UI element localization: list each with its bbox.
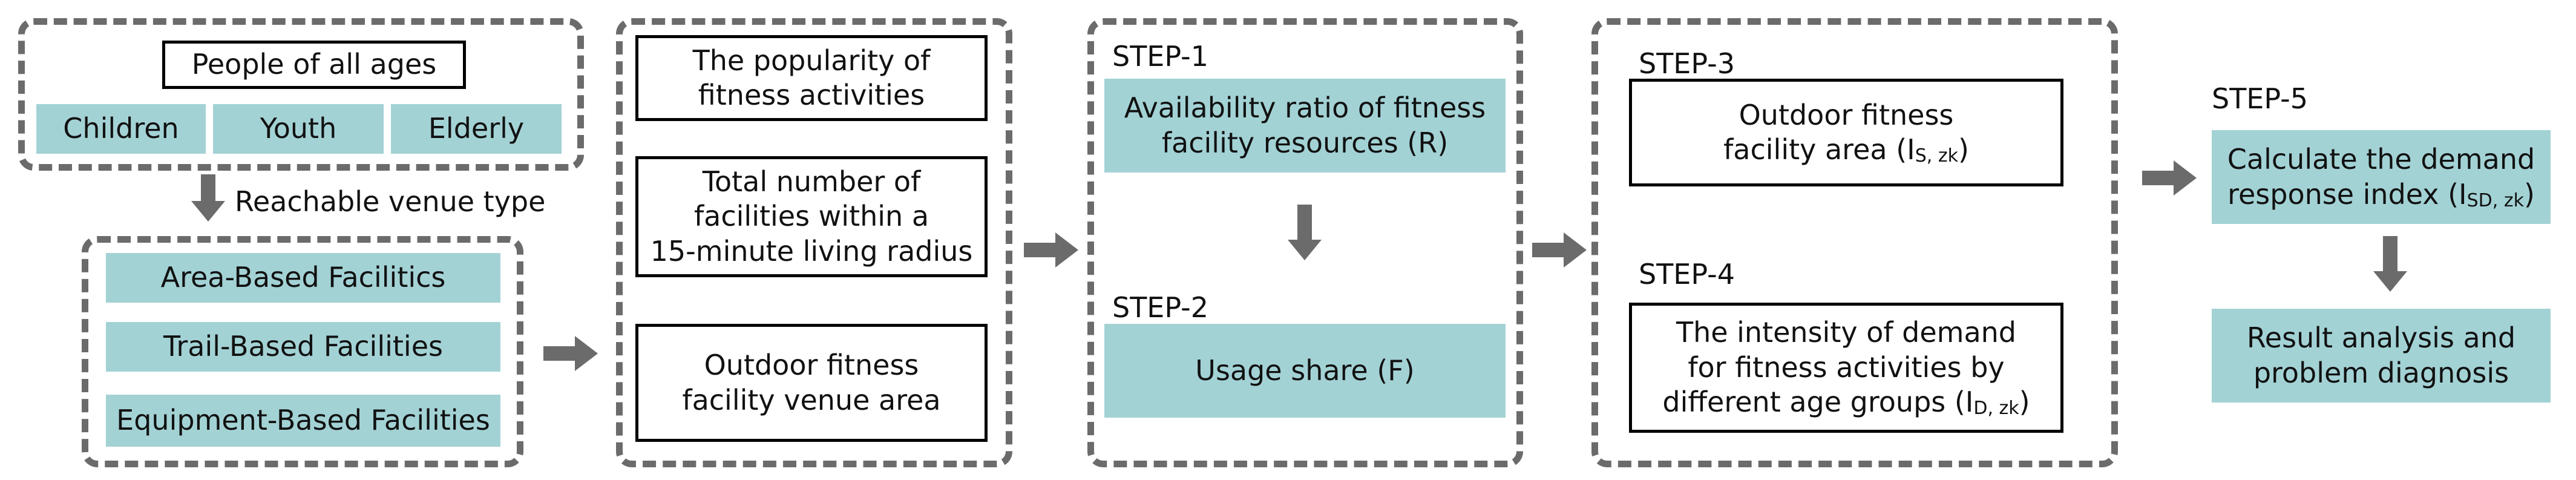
right-arrow-2 bbox=[1024, 232, 1078, 268]
calc-demand-index-box: Calculate the demand response index (ISD… bbox=[2212, 130, 2551, 224]
outdoor-area-subscript: S, zk bbox=[1915, 145, 1958, 166]
down-arrow-2 bbox=[1288, 205, 1322, 260]
step1-label: STEP-1 bbox=[1112, 40, 1208, 73]
facility-equipment-based: Equipment-Based Facilities bbox=[106, 395, 500, 447]
age-elderly-box: Elderly bbox=[391, 104, 562, 154]
popularity-box: The popularity of fitness activities bbox=[635, 35, 988, 121]
down-arrow-3 bbox=[2373, 236, 2407, 292]
reachable-venue-label: Reachable venue type bbox=[235, 185, 546, 218]
usage-share-box: Usage share (F) bbox=[1104, 324, 1506, 418]
group-inputs-panel bbox=[616, 18, 1012, 467]
age-children-box: Children bbox=[36, 104, 206, 154]
group-people-panel bbox=[18, 18, 584, 171]
step4-label: STEP-4 bbox=[1639, 258, 1735, 291]
demand-intensity-subscript: D, zk bbox=[1973, 398, 2019, 419]
outdoor-area-text: Outdoor fitness facility area (I bbox=[1723, 98, 1954, 166]
calc-demand-text: Calculate the demand response index (I bbox=[2227, 143, 2535, 211]
demand-intensity-text: The intensity of demand for fitness acti… bbox=[1662, 316, 2017, 419]
down-arrow-1 bbox=[191, 174, 225, 222]
age-youth-box: Youth bbox=[213, 104, 384, 154]
venue-area-box: Outdoor fitness facility venue area bbox=[635, 324, 988, 442]
group-steps-1-2-panel bbox=[1087, 18, 1523, 467]
group-facilities-panel bbox=[82, 236, 523, 467]
demand-intensity-box: The intensity of demand for fitness acti… bbox=[1629, 303, 2063, 433]
facility-trail-based: Trail-Based Facilities bbox=[106, 322, 500, 372]
right-arrow-1 bbox=[543, 336, 598, 371]
calc-demand-subscript: SD, zk bbox=[2466, 189, 2524, 211]
step3-label: STEP-3 bbox=[1639, 47, 1735, 80]
outdoor-area-box: Outdoor fitness facility area (IS, zk) bbox=[1629, 79, 2063, 186]
facility-area-based: Area-Based Facilitics bbox=[106, 253, 500, 303]
people-all-ages-box: People of all ages bbox=[162, 41, 466, 89]
right-arrow-3 bbox=[1532, 232, 1587, 268]
availability-ratio-box: Availability ratio of fitness facility r… bbox=[1104, 79, 1506, 173]
result-analysis-box: Result analysis and problem diagnosis bbox=[2212, 309, 2551, 403]
demand-intensity-close: ) bbox=[2019, 386, 2030, 419]
calc-demand-close: ) bbox=[2523, 177, 2535, 211]
outdoor-area-close: ) bbox=[1958, 133, 1969, 166]
step2-label: STEP-2 bbox=[1112, 291, 1208, 324]
group-steps-3-4-panel bbox=[1591, 18, 2118, 467]
step5-label: STEP-5 bbox=[2212, 82, 2308, 115]
facility-count-box: Total number of facilities within a 15-m… bbox=[635, 156, 988, 277]
right-arrow-4 bbox=[2142, 160, 2197, 196]
